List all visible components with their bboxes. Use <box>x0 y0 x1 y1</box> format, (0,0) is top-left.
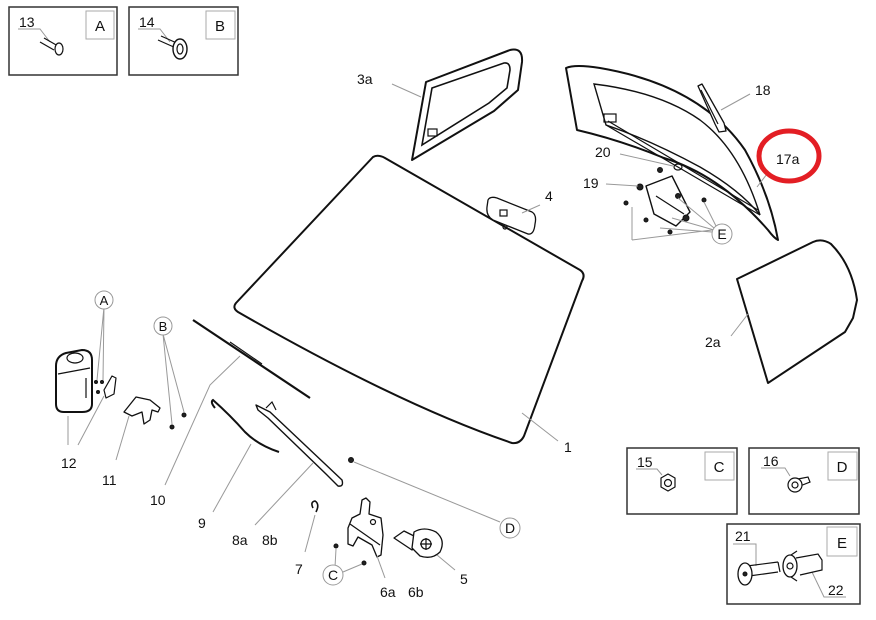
callout-4: 4 <box>545 188 553 204</box>
callout-6a: 6a <box>380 584 396 600</box>
callout-6b: 6b <box>408 584 424 600</box>
callout-13: 13 <box>19 14 35 30</box>
part-16-bolt-icon <box>787 476 811 493</box>
part-7-nut: 7 <box>295 500 319 577</box>
part-11-bracket: 11 B <box>102 316 187 488</box>
fastener-ref-a: A <box>100 293 109 308</box>
box-letter-e: E <box>837 535 847 552</box>
part-21-clip-pin-icon <box>737 561 781 586</box>
callout-1: 1 <box>564 439 572 455</box>
detail-box-b: B 14 <box>128 6 239 76</box>
part-5-wiper-motor: 5 <box>393 528 468 587</box>
part-4-rear-view-mirror: 4 <box>486 188 553 235</box>
callout-18: 18 <box>755 82 771 98</box>
box-letter-a: A <box>95 18 105 35</box>
part-6-wiper-linkage: 6a 6b C <box>322 497 424 600</box>
callout-12: 12 <box>61 455 77 471</box>
callout-7: 7 <box>295 561 303 577</box>
part-3a-side-window: 3a <box>357 48 524 161</box>
part-2a-rear-quarter-glass: 2a <box>705 239 858 384</box>
part-15-flange-nut-icon <box>660 473 676 492</box>
fastener-ref-b: B <box>159 319 168 334</box>
part-17a-rear-window: 17a <box>565 65 822 241</box>
callout-20: 20 <box>595 144 611 160</box>
box-letter-b: B <box>215 18 225 35</box>
fastener-d-marker: D <box>348 457 521 539</box>
highlight-circle-17a <box>756 128 822 184</box>
part-14-pin-icon <box>157 35 188 60</box>
callout-11: 11 <box>102 472 117 488</box>
part-18-rear-wiper-blade: 18 <box>697 82 771 133</box>
callout-8a: 8a <box>232 532 248 548</box>
callout-10: 10 <box>150 492 166 508</box>
detail-box-e: E 21 22 <box>726 523 861 605</box>
part-8-wiper-arm: 8a 8b <box>232 400 344 548</box>
fastener-ref-d: D <box>505 520 515 536</box>
fastener-ref-e: E <box>717 226 726 242</box>
callout-16: 16 <box>763 453 779 469</box>
part-1-windscreen: 1 <box>233 154 585 455</box>
part-10-wiper-blade: 10 <box>150 319 311 508</box>
part-9-washer-hose: 9 <box>198 398 280 531</box>
callout-14: 14 <box>139 14 155 30</box>
box-letter-c: C <box>714 459 725 476</box>
callout-5: 5 <box>460 571 468 587</box>
callout-3a: 3a <box>357 71 373 87</box>
detail-box-c: C 15 <box>626 447 738 515</box>
box-letter-d: D <box>837 459 848 476</box>
part-22-clip-grommet-icon <box>782 550 823 582</box>
part-13-bolt-icon <box>39 37 64 56</box>
callout-17a: 17a <box>776 151 800 167</box>
part-19-rear-wiper-motor: 19 20 E <box>583 144 733 245</box>
callout-2a: 2a <box>705 334 721 350</box>
detail-box-d: D 16 <box>748 447 860 515</box>
callout-9: 9 <box>198 515 206 531</box>
callout-15: 15 <box>637 454 653 470</box>
fastener-ref-c: C <box>328 567 338 583</box>
callout-19: 19 <box>583 175 599 191</box>
part-12-washer-reservoir: 12 A <box>55 290 117 471</box>
callout-21: 21 <box>735 528 751 544</box>
detail-box-a: A 13 <box>8 6 118 76</box>
callout-22: 22 <box>828 582 844 598</box>
callout-8b: 8b <box>262 532 278 548</box>
